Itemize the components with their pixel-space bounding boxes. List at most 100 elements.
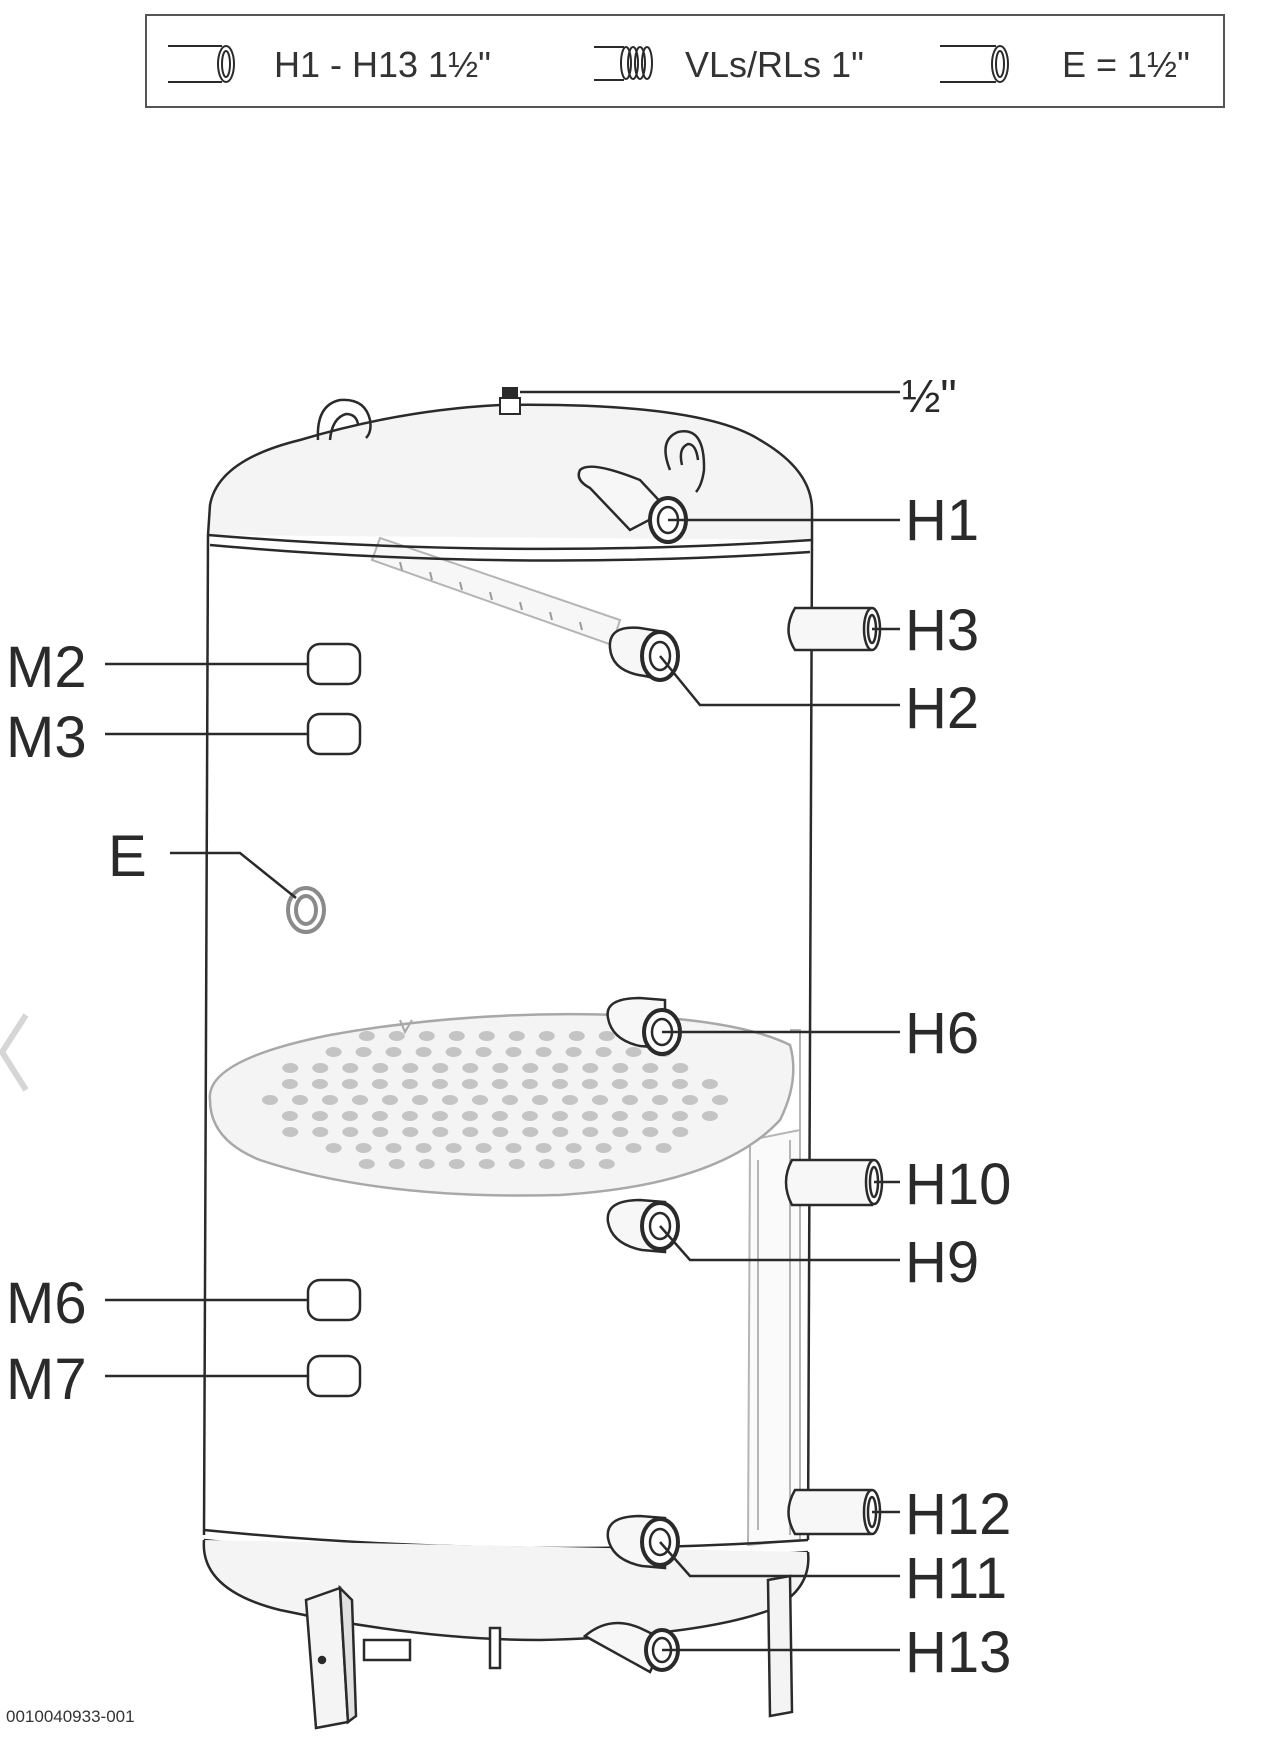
label-m6: M6 [6,1271,87,1336]
perforation-hole [672,1063,689,1073]
perforation-hole [625,1143,642,1153]
perforation-hole [581,1111,598,1121]
perforation-hole [581,1079,598,1089]
sleeve-m2 [306,642,362,686]
perforation-hole [341,1111,358,1121]
perforation-hole [612,1127,629,1137]
perforation-hole [402,1063,419,1073]
perforation-hole [281,1111,298,1121]
perforation-hole [358,1031,375,1041]
perforation-hole [491,1111,508,1121]
perforation-hole [472,1095,488,1105]
baffle-perforations [262,1031,728,1169]
sleeve-m6 [306,1278,362,1322]
legend-icon-pipe-2 [940,45,1009,83]
perforation-hole [521,1079,538,1089]
nozzle-h3 [787,606,882,652]
perforation-hole [322,1095,338,1105]
perforation-hole [385,1047,402,1057]
perforation-hole [282,1127,299,1137]
label-m3: M3 [6,705,87,770]
perforation-hole [712,1095,728,1105]
perforation-hole [462,1127,479,1137]
perforation-hole [342,1063,359,1073]
perforation-hole [325,1047,342,1057]
chevron-left-icon[interactable] [0,1013,29,1092]
label-h11: H11 [905,1546,1007,1611]
perforation-hole [415,1143,432,1153]
perforation-hole [432,1063,449,1073]
sleeve-m3 [306,712,362,756]
label-h10: H10 [905,1152,1011,1217]
nozzle-h2 [608,626,680,682]
perforation-hole [402,1127,419,1137]
perforation-hole [388,1031,405,1041]
perforation-hole [611,1111,628,1121]
perforation-hole [641,1111,658,1121]
perforation-hole [372,1127,389,1137]
perforation-hole [641,1079,658,1089]
perforation-hole [582,1127,599,1137]
perforation-hole [342,1127,359,1137]
perforation-hole [442,1095,458,1105]
perforation-hole [612,1063,629,1073]
perforation-hole [431,1079,448,1089]
perforation-hole [312,1063,329,1073]
nozzle-h12 [787,1488,882,1536]
perforation-hole [592,1095,608,1105]
document-id: 0010040933-001 [6,1707,135,1726]
perforation-hole [382,1095,398,1105]
label-h3: H3 [905,598,979,663]
perforation-hole [445,1143,462,1153]
legend-label-vls-rls: VLs/RLs 1" [685,44,864,85]
perforation-hole [401,1079,418,1089]
nozzle-h6 [606,996,682,1056]
nozzle-h13 [582,1621,680,1674]
perforation-hole [502,1095,518,1105]
perforation-hole [625,1047,642,1057]
perforation-hole [701,1111,718,1121]
perforation-hole [461,1111,478,1121]
legend-icon-pipe-1 [168,45,235,83]
perforation-hole [462,1063,479,1073]
perforation-hole [535,1047,552,1057]
perforation-hole [325,1143,342,1153]
perforation-hole [595,1047,612,1057]
perforation-hole [448,1159,465,1169]
perforation-hole [551,1079,568,1089]
perforation-hole [598,1159,615,1169]
perforation-hole [505,1143,522,1153]
perforation-hole [282,1063,299,1073]
perforation-hole [611,1079,628,1089]
perforation-hole [682,1095,698,1105]
perforation-hole [412,1095,428,1105]
label-h12: H12 [905,1482,1011,1547]
perforation-hole [532,1095,548,1105]
perforation-hole [292,1095,308,1105]
perforation-hole [522,1127,539,1137]
perforation-hole [551,1111,568,1121]
nozzle-e [286,886,326,934]
perforation-hole [475,1143,492,1153]
perforation-hole [358,1159,375,1169]
label-h2: H2 [905,676,979,741]
perforation-hole [401,1111,418,1121]
sensor-sleeves [306,642,362,1398]
perforation-hole [671,1111,688,1121]
perforation-hole [262,1095,278,1105]
nozzle-h9 [606,1198,680,1254]
perforation-hole [492,1127,509,1137]
leaders-right [659,518,900,1652]
perforation-hole [671,1079,688,1089]
label-h9: H9 [905,1230,979,1295]
perforation-hole [445,1047,462,1057]
perforation-hole [582,1063,599,1073]
sleeve-m7 [306,1354,362,1398]
perforation-hole [388,1159,405,1169]
legend-label-h-connections: H1 - H13 1½" [274,44,491,85]
perforation-hole [652,1095,668,1105]
perforation-hole [701,1079,718,1089]
legend-icon-thread-coil [594,46,653,81]
perforation-hole [461,1079,478,1089]
perforation-hole [341,1079,358,1089]
